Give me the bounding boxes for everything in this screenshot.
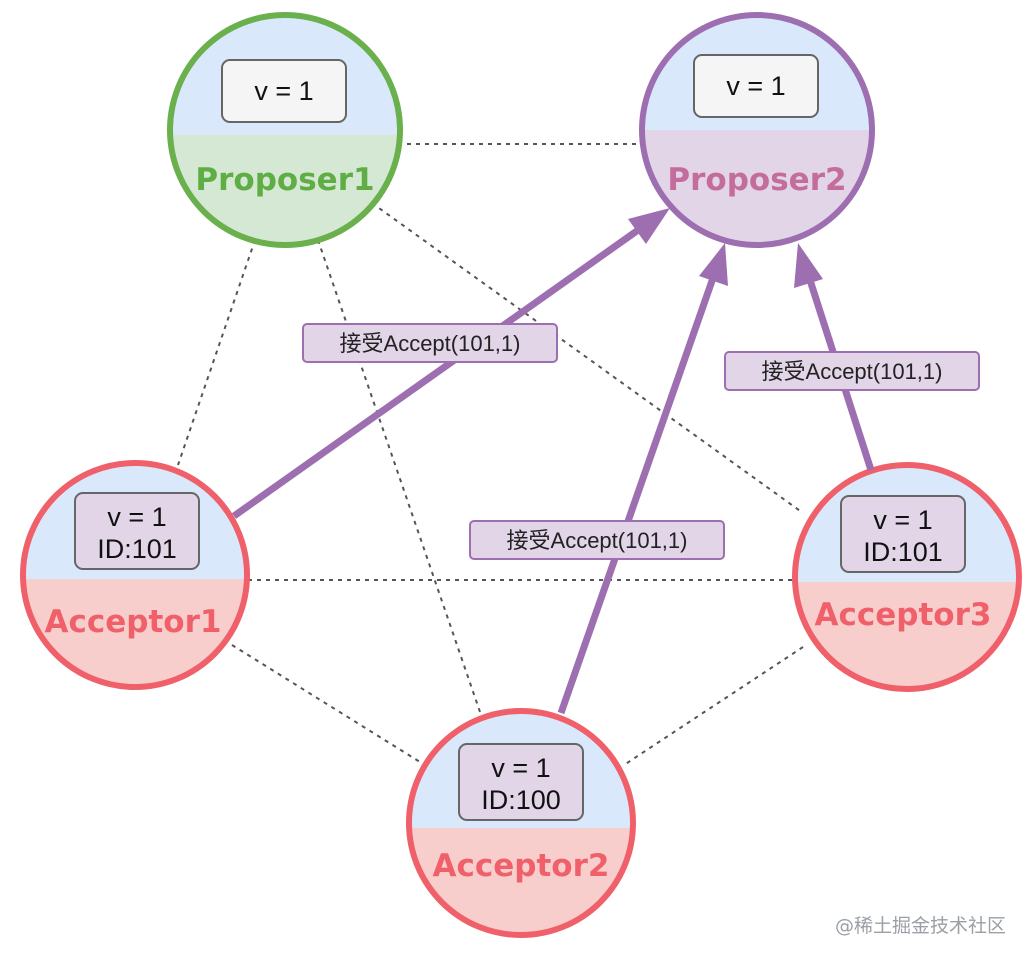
edge-label-acceptor3-box — [724, 351, 980, 391]
acceptor2-value-box — [458, 743, 584, 821]
edge-label-acceptor2-text: 接受Accept(101,1) — [507, 528, 688, 553]
acceptor3-id: ID:101 — [863, 537, 943, 567]
acceptor3-value-box — [840, 495, 966, 573]
proposer2-value: v = 1 — [726, 71, 785, 101]
edge-label-acceptor3: 接受Accept(101,1) — [724, 351, 980, 391]
link-acceptor1-acceptor2 — [231, 644, 421, 763]
acceptor2-title: Acceptor2 — [433, 848, 610, 884]
dotted-connections — [177, 143, 804, 766]
proposer1-title: Proposer1 — [195, 162, 374, 198]
acceptor2-value: v = 1 — [491, 753, 550, 783]
link-proposer1-acceptor1 — [177, 239, 256, 466]
accept-arrows — [231, 208, 875, 715]
proposer2-value-box — [693, 54, 819, 118]
arrow-acceptor1-to-proposer2-head — [628, 208, 670, 244]
edge-label-acceptor1-text: 接受Accept(101,1) — [340, 331, 521, 356]
edge-label-acceptor2: 接受Accept(101,1) — [469, 520, 725, 560]
acceptor1-value: v = 1 — [107, 502, 166, 532]
proposer2-title: Proposer2 — [667, 162, 846, 198]
watermark: @稀土掘金技术社区 — [834, 915, 1006, 937]
acceptor3-title: Acceptor3 — [815, 597, 992, 633]
link-proposer1-acceptor2 — [317, 239, 481, 713]
edge-label-acceptor1: 接受Accept(101,1) — [302, 323, 558, 363]
acceptor2-ring — [406, 708, 636, 938]
proposer2-node: v = 1 Proposer2 — [639, 12, 875, 248]
acceptor1-ring — [20, 460, 250, 690]
proposer2-ring — [639, 12, 875, 248]
acceptor3-ring — [792, 462, 1022, 692]
arrow-acceptor1-to-proposer2-line — [231, 225, 644, 519]
arrow-acceptor2-to-proposer2-head — [699, 243, 728, 286]
arrow-acceptor2-to-proposer2-line — [557, 276, 717, 715]
edge-label-acceptor2-box — [469, 520, 725, 560]
proposer1-value-box — [221, 59, 347, 123]
acceptor3-node: v = 1 ID:101 Acceptor3 — [792, 462, 1022, 692]
acceptor1-title: Acceptor1 — [45, 604, 222, 640]
arrow-acceptor3-to-proposer2-head — [794, 243, 823, 288]
edge-label-acceptor3-text: 接受Accept(101,1) — [762, 359, 943, 384]
acceptor2-node: v = 1 ID:100 Acceptor2 — [406, 708, 636, 938]
proposer1-node: v = 1 Proposer1 — [167, 12, 403, 248]
acceptor1-value-box — [74, 492, 200, 570]
acceptor2-bottom — [409, 828, 633, 935]
acceptor2-id: ID:100 — [481, 785, 561, 815]
acceptor1-node: v = 1 ID:101 Acceptor1 — [20, 460, 250, 690]
acceptor1-id: ID:101 — [97, 534, 177, 564]
acceptor3-value: v = 1 — [873, 505, 932, 535]
edge-label-acceptor1-box — [302, 323, 558, 363]
link-acceptor3-acceptor2 — [623, 646, 804, 766]
proposer1-value: v = 1 — [254, 76, 313, 106]
proposer1-ring — [167, 12, 403, 248]
link-proposer1-acceptor3 — [371, 202, 804, 514]
